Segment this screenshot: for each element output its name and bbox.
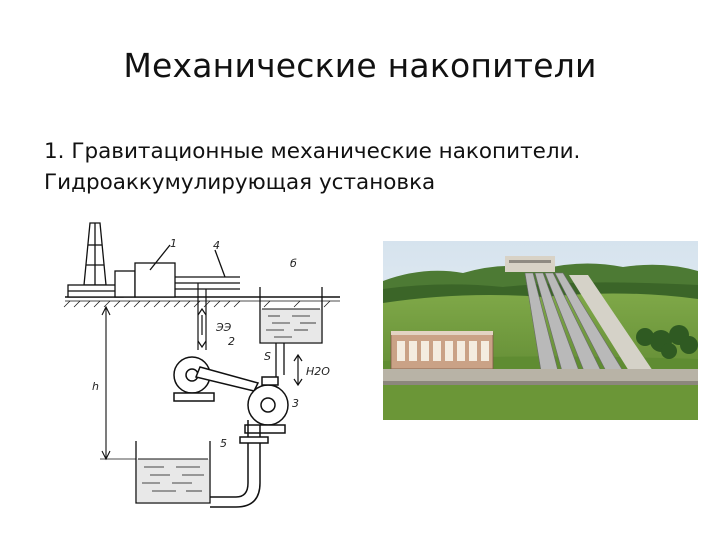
body-line-1: 1. Гравитационные механические накопител… (44, 139, 581, 164)
body-line-2: Гидроаккумулирующая установка (44, 170, 436, 195)
label-2: 2 (228, 335, 235, 348)
slide-body: 1. Гравитационные механические накопител… (44, 136, 704, 198)
slide-title: Механические накопители (123, 46, 597, 85)
pump-turbine-icon (173, 356, 289, 434)
label-water: Н2О (306, 365, 330, 378)
water-tank-icon (259, 287, 323, 385)
label-h: h (92, 380, 99, 393)
label-ee: ЭЭ (215, 321, 232, 334)
label-5: 5 (220, 437, 227, 450)
lower-tank (135, 441, 211, 504)
derrick-icon (67, 222, 240, 298)
pumped-storage-diagram: 1 4 ЭЭ 2 б S (40, 215, 375, 515)
label-1: 1 (170, 237, 177, 250)
plant-photo (383, 241, 698, 420)
label-s: S (264, 350, 271, 363)
label-6: б (290, 257, 297, 270)
label-3: 3 (292, 397, 299, 410)
label-4: 4 (213, 239, 220, 252)
